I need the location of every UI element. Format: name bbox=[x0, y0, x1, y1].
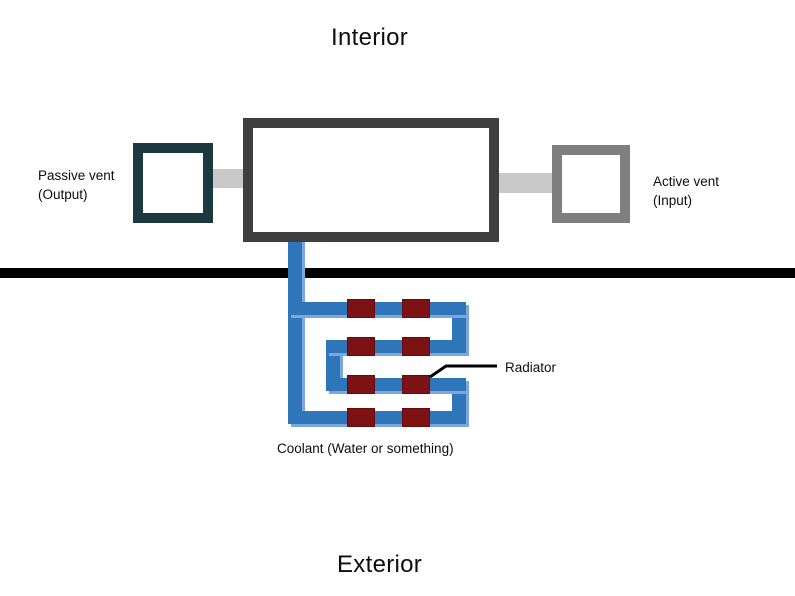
radiator-segment bbox=[402, 375, 430, 394]
coolant-pipe-main-vertical bbox=[288, 238, 302, 424]
passive-vent-label: Passive vent (Output) bbox=[38, 166, 115, 204]
exterior-zone-label: Exterior bbox=[337, 551, 423, 578]
radiator-segment bbox=[402, 408, 430, 427]
radiator-segment bbox=[347, 337, 375, 356]
coolant-label: Coolant (Water or something) bbox=[277, 441, 454, 456]
active-vent-square bbox=[552, 145, 630, 223]
interior-zone-label: Interior bbox=[331, 24, 409, 51]
radiator-segment bbox=[347, 375, 375, 394]
passive-vent-label-line1: Passive vent bbox=[38, 168, 115, 183]
passive-vent-duct bbox=[205, 169, 247, 188]
passive-vent-square bbox=[133, 143, 213, 223]
coolant-pipe-row-1 bbox=[288, 302, 466, 315]
active-vent-label-line1: Active vent bbox=[653, 174, 720, 189]
radiator-segment bbox=[347, 299, 375, 318]
radiator-label: Radiator bbox=[505, 360, 557, 375]
radiator-segment bbox=[347, 408, 375, 427]
passive-vent-label-line2: (Output) bbox=[38, 187, 88, 202]
radiator-segment bbox=[402, 299, 430, 318]
interior-exterior-wall-divider bbox=[0, 268, 795, 278]
active-vent-label-line2: (Input) bbox=[653, 193, 693, 208]
active-vent-label: Active vent (Input) bbox=[653, 172, 719, 210]
radiator-segment bbox=[402, 337, 430, 356]
active-vent-duct bbox=[495, 173, 554, 193]
machine-box bbox=[243, 118, 499, 242]
coolant-pipe-row-4 bbox=[288, 411, 466, 424]
